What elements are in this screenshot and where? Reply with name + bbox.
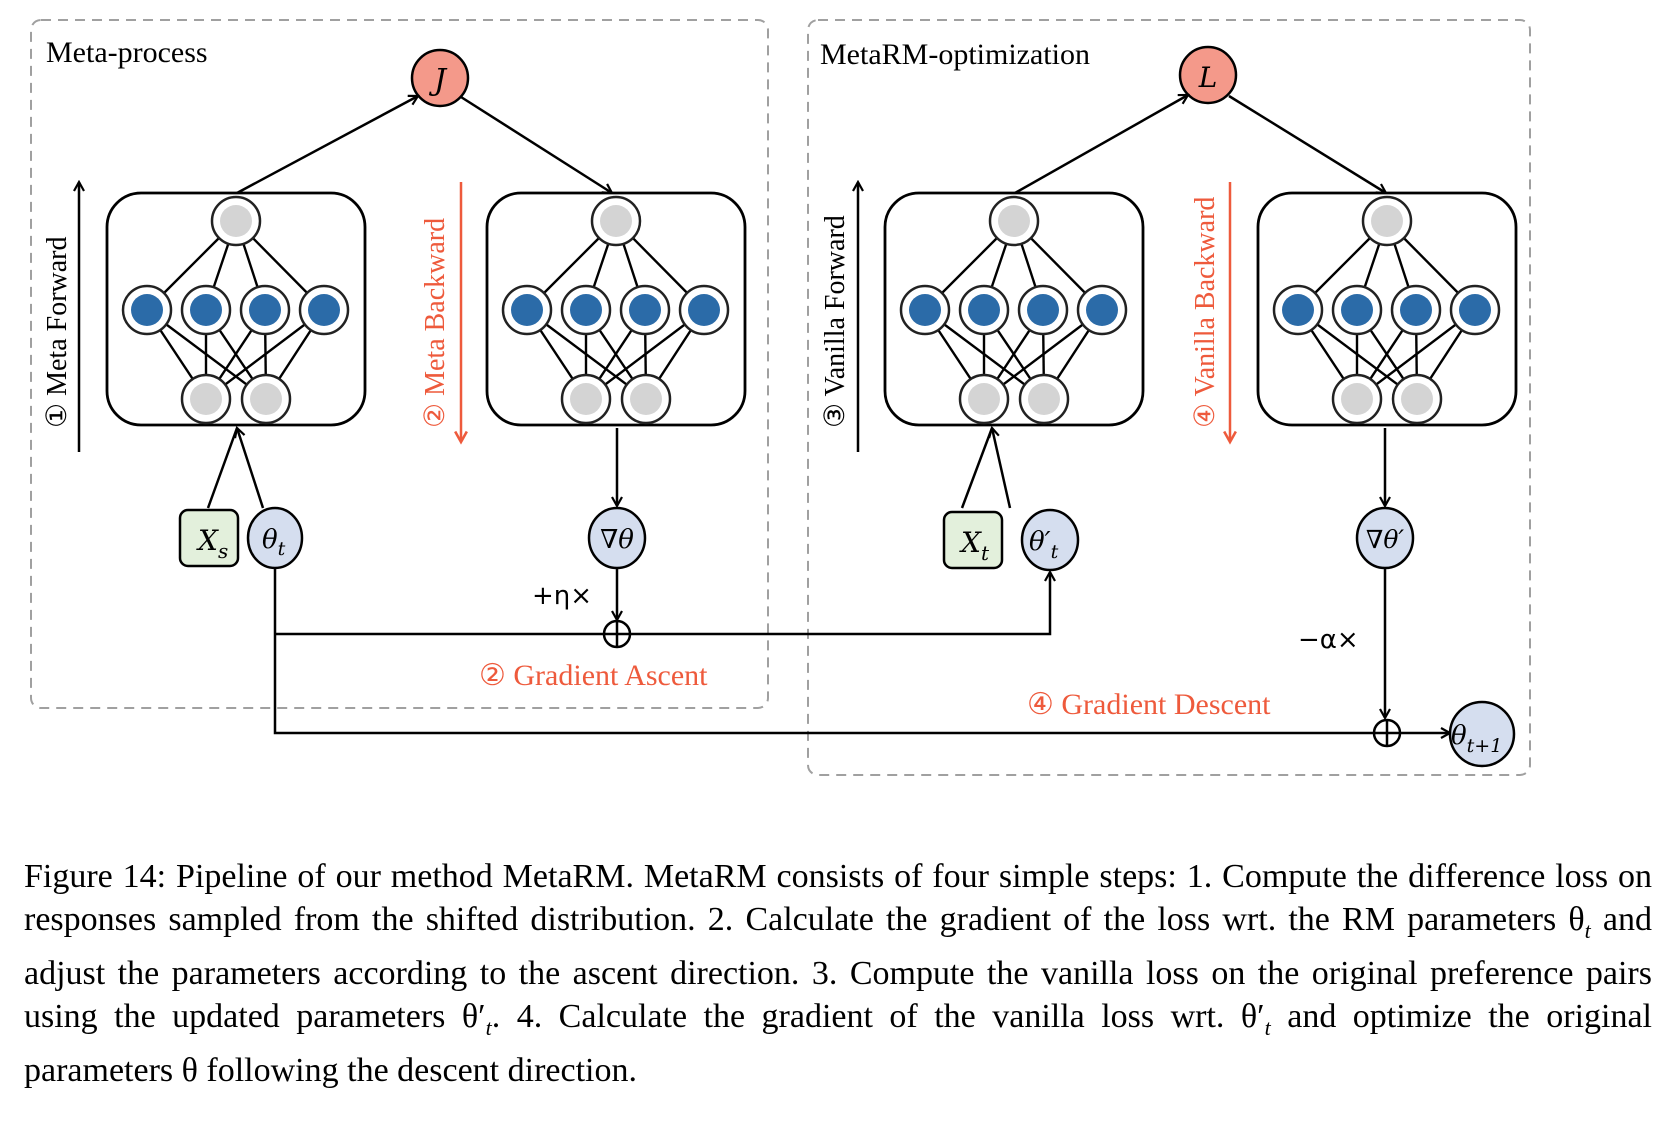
hidden-neuron <box>1272 284 1324 336</box>
loss-l-label: L <box>1198 61 1218 94</box>
output-neuron <box>590 195 642 247</box>
param-node-theta-t: θt <box>246 506 304 570</box>
edge-sum-ascent-to-theta-prime <box>630 572 1050 636</box>
metarm-optimization-title: MetaRM-optimization <box>820 38 1090 71</box>
plus-eta-label: +η× <box>532 581 592 611</box>
meta-backward-label: ② Meta Backward <box>420 218 451 428</box>
output-neuron <box>988 195 1040 247</box>
xt-base: X <box>959 526 982 559</box>
input-neuron <box>1391 373 1443 425</box>
svg-text:θt: θt <box>262 525 286 560</box>
theta-t1-sub: t+1 <box>1467 735 1503 757</box>
network-box <box>485 191 747 427</box>
network-meta-backward <box>485 191 747 427</box>
edge-xs-to-network <box>206 427 239 509</box>
network-box <box>1256 191 1518 427</box>
input-node-xt: Xt <box>942 510 1004 570</box>
hidden-neuron <box>899 284 951 336</box>
arrow-forward-to-j <box>236 96 418 195</box>
grad-theta-prime-label: ∇θ′ <box>1366 525 1405 554</box>
theta-t1-base: θ <box>1451 721 1467 751</box>
xs-sub: s <box>218 539 228 563</box>
loss-node-l: L <box>1178 45 1238 105</box>
caption-text-3: . 4. Calculate the gradient of the vanil… <box>491 997 1265 1035</box>
output-neuron <box>210 195 262 247</box>
edge-xt-to-network <box>960 427 994 509</box>
svg-text:Xs: Xs <box>196 524 228 563</box>
figure-caption: Figure 14: Pipeline of our method MetaRM… <box>24 855 1652 1092</box>
sum-node-descent <box>1372 718 1402 748</box>
minus-alpha-label: −α× <box>1298 625 1359 655</box>
output-neuron <box>1361 195 1413 247</box>
input-neuron <box>1018 373 1070 425</box>
metarm-pipeline-diagram: Meta-process MetaRM-optimization J L ① M… <box>30 19 1531 776</box>
hidden-neuron <box>1390 284 1442 336</box>
hidden-neuron <box>1076 284 1128 336</box>
arrow-forward-to-l <box>1014 95 1188 195</box>
network-vanilla-backward <box>1256 191 1518 427</box>
input-neuron <box>958 373 1010 425</box>
hidden-neuron <box>180 284 232 336</box>
metarm-optimization-panel <box>807 19 1531 776</box>
edge-theta-t-route <box>273 568 1374 735</box>
svg-text:θt+1: θt+1 <box>1451 721 1502 757</box>
param-node-theta-t-plus-1: θt+1 <box>1448 700 1516 768</box>
caption-text-4: and optimize the original parameters θ f… <box>24 997 1652 1089</box>
hidden-neuron <box>619 284 671 336</box>
hidden-neuron <box>678 284 730 336</box>
hidden-neuron <box>1017 284 1069 336</box>
param-node-theta-prime-t: θ′t <box>1020 508 1080 572</box>
caption-label: Figure 14: <box>24 858 167 895</box>
sum-node-ascent <box>602 619 632 649</box>
arrow-j-to-backward <box>460 95 612 193</box>
input-node-xs: Xs <box>178 508 240 568</box>
network-vanilla-forward <box>883 191 1145 427</box>
caption-sub-3: t <box>1264 1014 1271 1040</box>
meta-forward-label: ① Meta Forward <box>42 236 73 428</box>
network-box <box>883 191 1145 427</box>
grad-theta-label: ∇θ <box>600 525 634 555</box>
input-neuron <box>560 373 612 425</box>
meta-process-title: Meta-process <box>46 36 208 69</box>
vanilla-backward-label: ④ Vanilla Backward <box>1190 197 1221 428</box>
svg-text:θ′t: θ′t <box>1029 527 1059 563</box>
input-neuron <box>620 373 672 425</box>
caption-text-1: Pipeline of our method MetaRM. MetaRM co… <box>24 858 1653 938</box>
hidden-neuron <box>501 284 553 336</box>
grad-node-theta: ∇θ <box>587 506 647 570</box>
hidden-neuron <box>1331 284 1383 336</box>
caption-sub-1: t <box>1584 917 1591 943</box>
hidden-neuron <box>958 284 1010 336</box>
theta-prime-base: θ′ <box>1029 527 1051 557</box>
theta-t-base: θ <box>262 525 278 555</box>
gradient-ascent-label: ② Gradient Ascent <box>479 659 708 692</box>
input-neuron <box>240 373 292 425</box>
svg-text:Xt: Xt <box>959 526 990 565</box>
input-neuron <box>1331 373 1383 425</box>
arrow-l-to-backward <box>1228 94 1386 193</box>
hidden-neuron <box>298 284 350 336</box>
loss-node-j: J <box>410 48 470 108</box>
network-box <box>105 191 367 427</box>
edge-theta-prime-to-network <box>992 428 1012 509</box>
edge-theta-t-to-network <box>237 428 265 509</box>
theta-prime-sub: t <box>1051 541 1059 563</box>
grad-node-theta-prime: ∇θ′ <box>1355 506 1415 570</box>
gradient-descent-label: ④ Gradient Descent <box>1027 688 1271 721</box>
hidden-neuron <box>239 284 291 336</box>
hidden-neuron <box>560 284 612 336</box>
hidden-neuron <box>121 284 173 336</box>
xs-base: X <box>196 524 219 557</box>
caption-text-2: and adjust the parameters according to t… <box>24 901 1652 1035</box>
network-meta-forward <box>105 191 367 427</box>
hidden-neuron <box>1449 284 1501 336</box>
theta-t-sub: t <box>278 538 286 560</box>
xt-sub: t <box>981 541 990 565</box>
vanilla-forward-label: ③ Vanilla Forward <box>820 215 851 428</box>
meta-process-panel <box>30 19 769 709</box>
caption-sub-2: t <box>485 1014 492 1040</box>
input-neuron <box>180 373 232 425</box>
